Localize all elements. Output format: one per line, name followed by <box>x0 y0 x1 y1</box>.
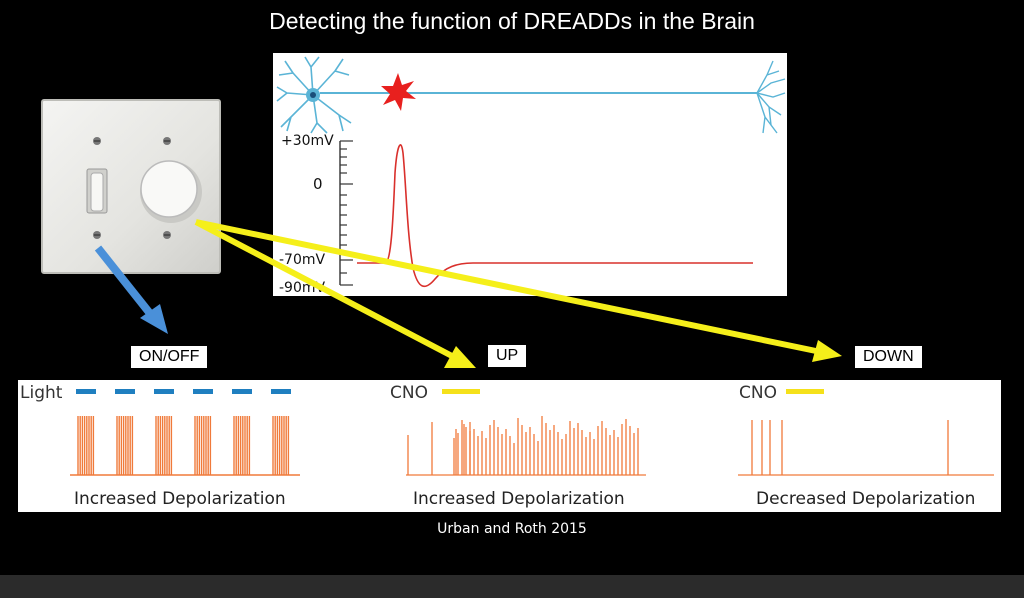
trace-light <box>70 416 300 476</box>
light-pulse-bar <box>76 389 96 394</box>
traces-panel: Light Increased Depolarization CNO Incre… <box>18 380 1001 512</box>
traces-figure: Light Increased Depolarization CNO Incre… <box>20 383 994 509</box>
neuron-dendrites <box>276 56 352 134</box>
action-potential-trace <box>357 144 753 288</box>
light-pulse-bar <box>232 389 252 394</box>
caption-cno-down: Decreased Depolarization <box>756 489 975 509</box>
axon-terminal <box>756 60 786 134</box>
light-pulse-bars <box>76 389 291 394</box>
light-pulse-bar <box>271 389 291 394</box>
action-potential-panel: +30mV 0 -70mV -90mV <box>273 53 787 296</box>
tick-label-plus30: +30mV <box>281 133 334 149</box>
trace-cno-down <box>738 420 994 476</box>
footer-bar <box>0 575 1024 598</box>
voltage-ticks <box>340 140 353 286</box>
light-pulse-bar <box>193 389 213 394</box>
citation: Urban and Roth 2015 <box>437 521 587 537</box>
stimulus-label-cno-down: CNO <box>739 383 777 403</box>
light-switch-plate <box>41 99 221 274</box>
stimulus-label-cno-up: CNO <box>390 383 428 403</box>
label-up: UP <box>488 345 527 367</box>
cno-bar-up <box>442 389 480 394</box>
dimmer-knob <box>140 160 198 218</box>
tick-label-minus90: -90mV <box>279 280 326 296</box>
light-pulse-bar <box>154 389 174 394</box>
spike-star-icon <box>381 73 416 111</box>
slide-title: Detecting the function of DREADDs in the… <box>269 8 755 34</box>
toggle-switch <box>90 172 104 212</box>
label-on-off: ON/OFF <box>131 346 208 368</box>
cno-bar-down <box>786 389 824 394</box>
light-pulse-bar <box>115 389 135 394</box>
trace-cno-up <box>406 416 646 476</box>
label-down: DOWN <box>855 346 922 368</box>
tick-label-minus70: -70mV <box>279 252 326 268</box>
caption-light: Increased Depolarization <box>74 489 286 509</box>
caption-cno-up: Increased Depolarization <box>413 489 625 509</box>
stimulus-label-light: Light <box>20 383 63 403</box>
switch-plate-figure <box>86 137 202 239</box>
tick-label-zero: 0 <box>313 175 323 193</box>
action-potential-figure: +30mV 0 -70mV -90mV <box>276 56 786 296</box>
